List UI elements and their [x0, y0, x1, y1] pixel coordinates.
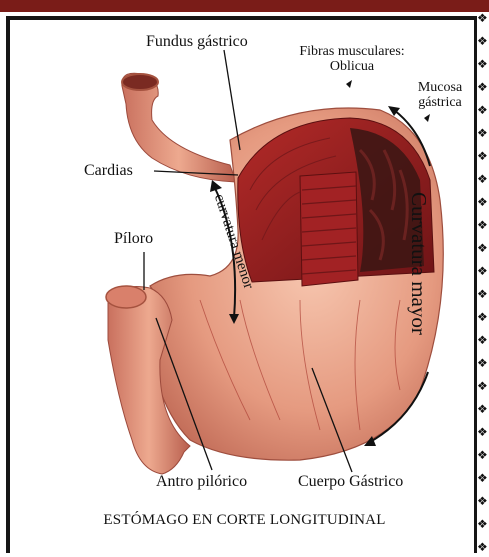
label-fibras-musculares: Fibras musculares: Oblicua [286, 44, 418, 75]
label-cardias: Cardias [84, 162, 133, 180]
fundus-leader [224, 50, 240, 150]
label-cuerpo: Cuerpo Gástrico [298, 473, 403, 491]
label-fibras-line2: Oblicua [286, 59, 418, 74]
label-mucosa: Mucosa gástrica [408, 80, 472, 111]
label-antro: Antro pilórico [156, 473, 247, 491]
pylorus-opening [106, 286, 146, 308]
label-piloro: Píloro [114, 230, 153, 248]
label-mucosa-line1: Mucosa [408, 80, 472, 95]
label-fundus: Fundus gástrico [146, 33, 248, 51]
esophagus-opening [122, 74, 158, 90]
figure-title: ESTÓMAGO EN CORTE LONGITUDINAL [0, 512, 489, 529]
label-mucosa-line2: gástrica [408, 95, 472, 110]
label-curvatura-mayor: Curvatura mayor [406, 192, 431, 335]
label-fibras-line1: Fibras musculares: [286, 44, 418, 59]
